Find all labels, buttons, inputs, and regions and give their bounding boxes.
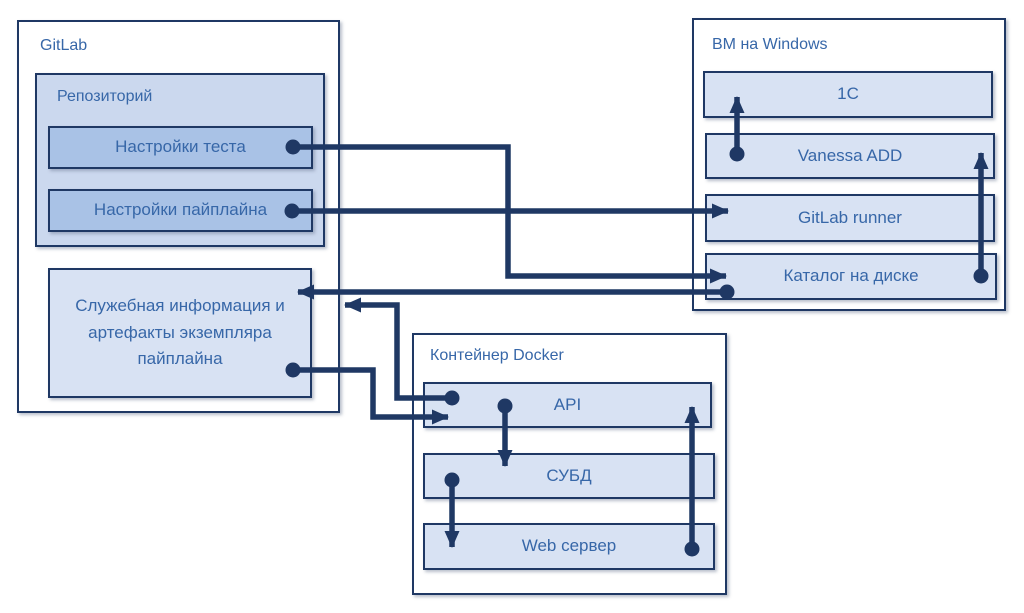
group-repository-title: Репозиторий — [57, 88, 153, 105]
node-test-settings-label: Настройки теста — [115, 137, 246, 157]
node-api-label: API — [553, 394, 582, 414]
node-vanessa-add-label: Vanessa ADD — [797, 145, 903, 165]
node-gitlab-runner: GitLab runner — [705, 194, 995, 242]
node-web-server-label: Web сервер — [521, 536, 617, 556]
node-disk-catalog: Каталог на диске — [705, 253, 997, 300]
node-api: API — [423, 382, 712, 428]
node-dbms-label: СУБД — [546, 465, 592, 485]
node-service-info: Служебная информация и артефакты экземпл… — [48, 268, 312, 398]
node-service-info-label: Служебная информация и артефакты экземпл… — [75, 296, 285, 369]
container-docker-title: Контейнер Docker — [430, 347, 564, 364]
node-gitlab-runner-label: GitLab runner — [798, 207, 902, 227]
node-test-settings: Настройки теста — [48, 126, 313, 169]
edge-test-settings-to-disk-catalog — [293, 144, 727, 284]
node-one-c-label: 1С — [837, 84, 859, 104]
node-disk-catalog-label: Каталог на диске — [783, 266, 919, 286]
node-pipeline-settings-label: Настройки пайплайна — [93, 200, 268, 220]
node-vanessa-add: Vanessa ADD — [705, 133, 995, 179]
node-dbms: СУБД — [423, 453, 715, 499]
container-gitlab-title: GitLab — [40, 37, 88, 54]
node-pipeline-settings: Настройки пайплайна — [48, 189, 313, 232]
node-one-c: 1С — [703, 71, 993, 118]
node-web-server: Web сервер — [423, 523, 715, 570]
container-vm-windows-title: ВМ на Windows — [712, 36, 828, 53]
